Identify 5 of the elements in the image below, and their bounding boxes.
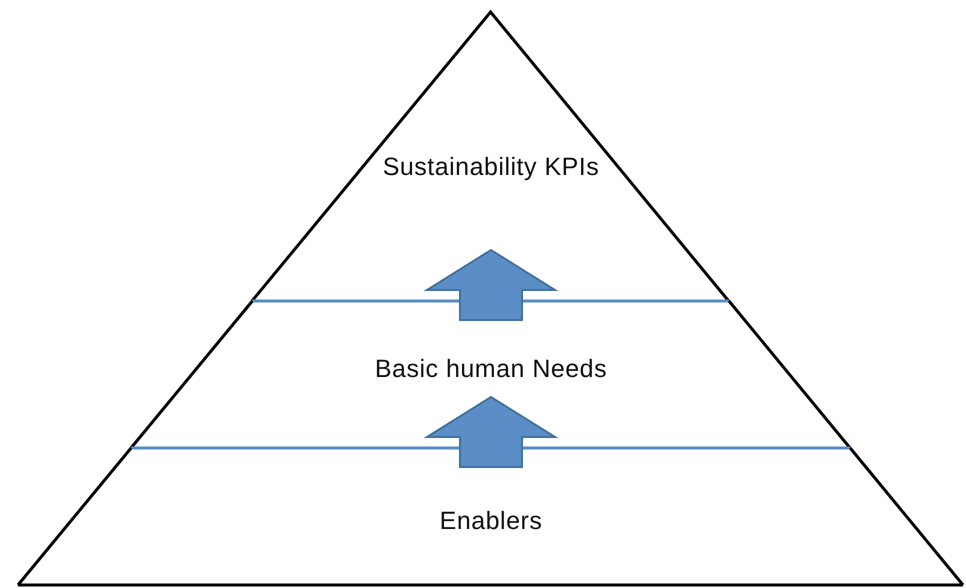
band-label: Basic human Needs	[374, 354, 608, 385]
block-arrow	[424, 248, 558, 321]
band-label: Enablers	[438, 506, 544, 537]
band-label: Sustainability KPIs	[382, 152, 600, 183]
block-arrow	[424, 396, 558, 468]
